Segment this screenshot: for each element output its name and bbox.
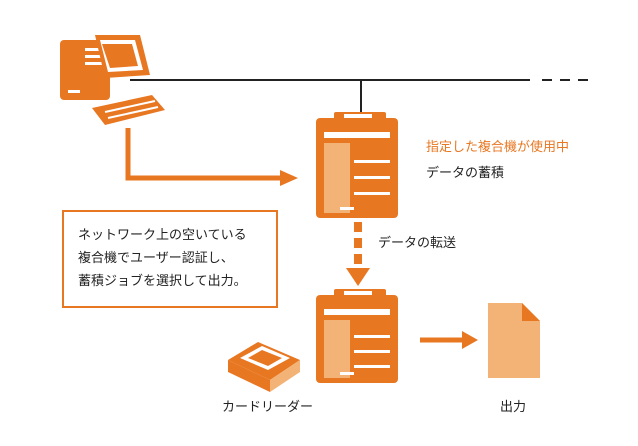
instruction-note: ネットワーク上の空いている 複合機でユーザー認証し、 蓄積ジョブを選択して出力。 [62,210,278,308]
note-line: ネットワーク上の空いている [78,228,247,243]
arrow-to-output [420,331,478,349]
data-storage-label: データの蓄積 [426,166,505,181]
arrow-to-printer [125,128,298,186]
printer-status-label: 指定した複合機が使用中 [426,140,570,155]
printer-icon-top [316,112,398,218]
document-icon [488,303,540,378]
card-reader-icon [228,342,300,392]
data-transfer-label: データの転送 [378,236,457,251]
network-line [130,79,588,112]
transfer-arrow [346,222,370,286]
card-reader-label: カードリーダー [222,400,314,415]
computer-icon [60,35,165,125]
output-label: 出力 [500,400,527,415]
printer-icon-bottom [316,289,398,383]
note-line: 複合機でユーザー認証し、 [78,251,234,266]
note-line: 蓄積ジョブを選択して出力。 [78,274,247,289]
